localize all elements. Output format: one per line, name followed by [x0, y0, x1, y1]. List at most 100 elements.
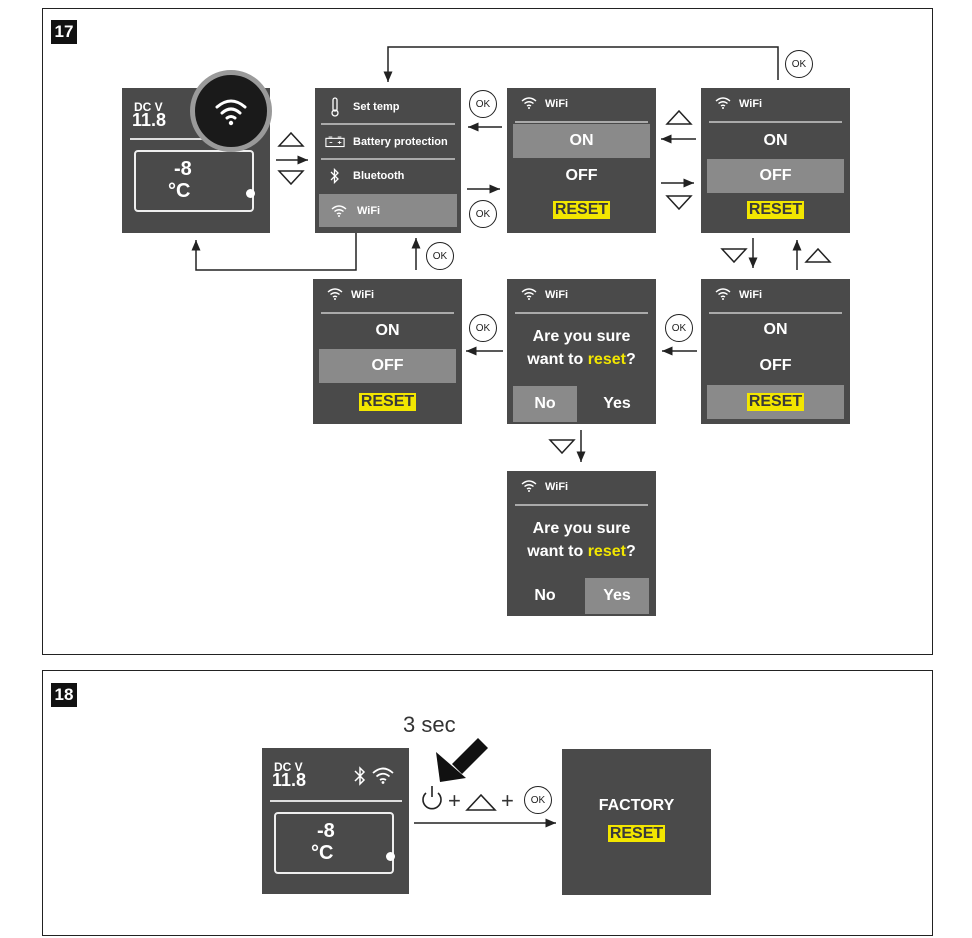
- bluetooth-icon: [325, 167, 345, 184]
- header-divider: [515, 504, 648, 506]
- wifi-title: WiFi: [545, 481, 569, 493]
- dcv-label: DC V: [134, 100, 163, 114]
- menu-screen: Set temp Battery protection Bluetooth Wi…: [315, 88, 461, 233]
- plus-sign: +: [501, 788, 514, 813]
- confirm-question-line1: Are you sure: [532, 520, 631, 537]
- option-on[interactable]: ON: [513, 124, 650, 158]
- figure-17-badge: 17: [51, 20, 77, 44]
- yes-button[interactable]: Yes: [585, 578, 649, 614]
- press-pointer-arrow: [436, 738, 488, 782]
- wifi-header: WiFi: [507, 471, 656, 503]
- header-divider: [709, 312, 842, 314]
- wifi-icon: [215, 99, 247, 126]
- option-label: ON: [763, 132, 788, 149]
- menu-item-label: WiFi: [357, 204, 381, 217]
- ok-button[interactable]: OK: [785, 50, 813, 78]
- battery-icon: [325, 136, 345, 148]
- wifi-header: WiFi: [701, 279, 850, 311]
- menu-item-set-temp[interactable]: Set temp: [315, 90, 461, 123]
- wifi-icon: [521, 479, 537, 495]
- temp-unit: °C: [311, 842, 334, 864]
- menu-item-label: Bluetooth: [353, 169, 405, 182]
- option-label: OFF: [759, 167, 792, 184]
- option-label: ON: [569, 132, 594, 149]
- reset-highlight: RESET: [607, 825, 666, 842]
- temp-frame: [134, 150, 254, 212]
- loop-top-arrow: [383, 46, 779, 82]
- confirm-screen-yes-selected: WiFi Are you sure want to reset? No Yes: [507, 471, 656, 616]
- option-on[interactable]: ON: [701, 313, 850, 347]
- wifi-screen-reset-selected: WiFi ON OFF RESET: [701, 279, 850, 424]
- down-triangle-icon: [665, 195, 693, 211]
- wifi-title: WiFi: [739, 289, 763, 301]
- dcv-value: 11.8: [272, 770, 307, 790]
- option-reset[interactable]: RESET: [701, 193, 850, 227]
- confirm-question-line1: Are you sure: [532, 328, 631, 345]
- menu-item-label: Battery protection: [353, 135, 448, 148]
- question-text: want to: [527, 543, 588, 560]
- wifi-title: WiFi: [545, 98, 569, 110]
- wifi-header: WiFi: [313, 279, 462, 311]
- temp-value: -8: [317, 820, 335, 842]
- option-label: RESET: [358, 393, 417, 411]
- wifi-header: WiFi: [701, 88, 850, 120]
- menu-divider: [321, 123, 455, 125]
- option-off[interactable]: OFF: [701, 349, 850, 383]
- ok-button[interactable]: OK: [469, 200, 497, 228]
- up-triangle-icon: [665, 109, 693, 125]
- confirm-screen-no-selected: WiFi Are you sure want to reset? No Yes: [507, 279, 656, 424]
- ok-button[interactable]: OK: [426, 242, 454, 270]
- yes-button[interactable]: Yes: [603, 395, 631, 412]
- wifi-icon: [715, 287, 731, 303]
- confirm-question-line2: want to reset?: [507, 348, 656, 372]
- wifi-icon: [521, 96, 537, 112]
- menu-to-home-arrow: [191, 232, 357, 271]
- factory-reset-screen: FACTORY RESET: [562, 749, 711, 895]
- thermometer-icon: [325, 96, 345, 117]
- option-on[interactable]: ON: [701, 124, 850, 158]
- option-on[interactable]: ON: [313, 314, 462, 348]
- option-off[interactable]: OFF: [319, 349, 456, 383]
- up-triangle-icon: [804, 247, 832, 263]
- option-reset[interactable]: RESET: [313, 385, 462, 419]
- menu-item-battery-protection[interactable]: Battery protection: [315, 125, 461, 158]
- ok-button[interactable]: OK: [524, 786, 552, 814]
- status-dot: [246, 189, 255, 198]
- option-label: OFF: [371, 357, 404, 374]
- wifi-screen-off-result: WiFi ON OFF RESET: [313, 279, 462, 424]
- header-divider: [709, 121, 842, 123]
- question-mark: ?: [625, 351, 636, 368]
- wifi-icon: [327, 287, 343, 303]
- home-divider: [130, 138, 210, 140]
- temp-value: -8: [174, 158, 192, 180]
- no-button[interactable]: No: [534, 587, 556, 604]
- menu-item-wifi[interactable]: WiFi: [319, 194, 457, 227]
- option-reset[interactable]: RESET: [707, 385, 844, 419]
- wifi-header: WiFi: [507, 279, 656, 311]
- ok-button[interactable]: OK: [665, 314, 693, 342]
- question-highlight: reset: [587, 543, 626, 560]
- wifi-header: WiFi: [507, 88, 656, 120]
- hold-duration-label: 3 sec: [403, 712, 456, 737]
- choice-row: No Yes: [507, 386, 656, 422]
- wifi-title: WiFi: [351, 289, 375, 301]
- reset-label: RESET: [562, 825, 711, 843]
- option-reset[interactable]: RESET: [507, 193, 656, 227]
- down-triangle-icon: [720, 248, 748, 264]
- option-off[interactable]: OFF: [707, 159, 844, 193]
- option-label: RESET: [746, 393, 805, 411]
- wifi-icon: [372, 766, 394, 789]
- up-triangle-icon: [277, 131, 305, 147]
- plus-sign: +: [448, 788, 461, 813]
- down-triangle-icon: [277, 170, 305, 186]
- choice-row: No Yes: [507, 578, 656, 614]
- no-button[interactable]: No: [513, 386, 577, 422]
- option-off[interactable]: OFF: [507, 159, 656, 193]
- menu-item-bluetooth[interactable]: Bluetooth: [315, 159, 461, 192]
- ok-button[interactable]: OK: [469, 90, 497, 118]
- menu-item-label: Set temp: [353, 100, 400, 113]
- option-label: OFF: [759, 357, 792, 374]
- ok-button[interactable]: OK: [469, 314, 497, 342]
